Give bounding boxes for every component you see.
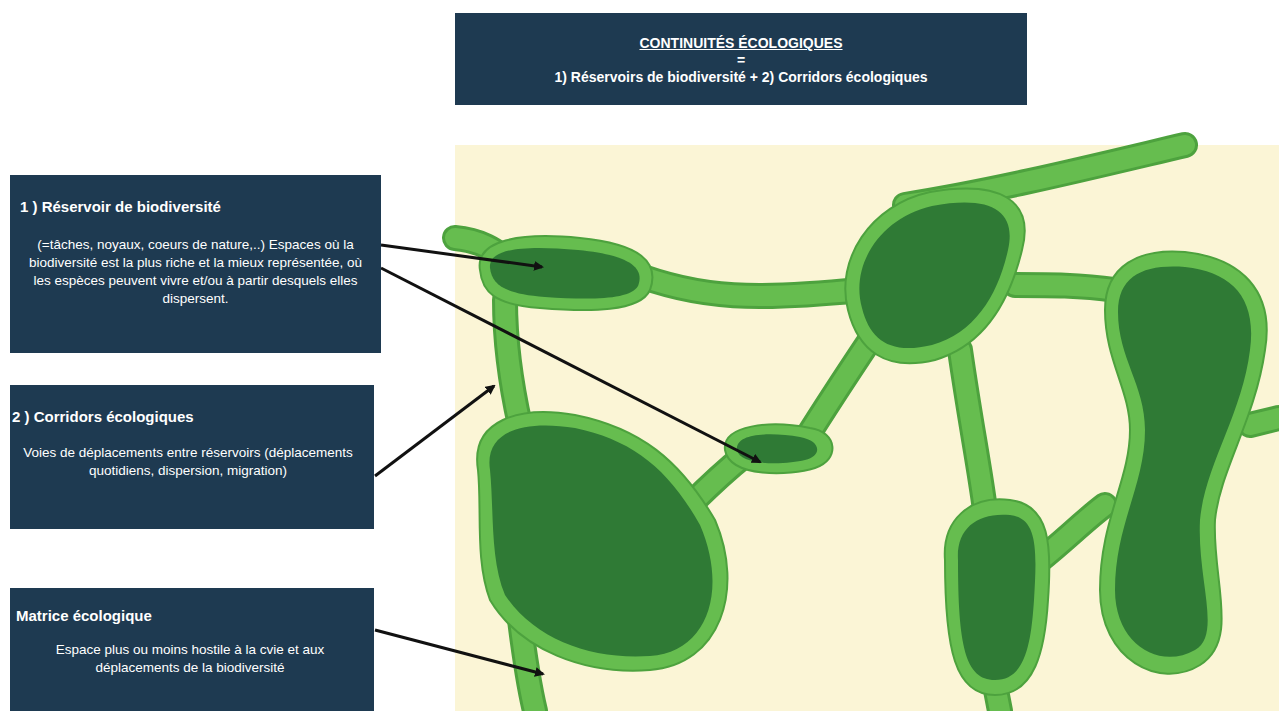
label-box: Matrice écologiqueEspace plus ou moins h… <box>10 588 374 711</box>
reservoirs <box>477 189 1267 695</box>
box-heading: Matrice écologique <box>16 606 364 625</box>
title-line: 1) Réservoirs de biodiversité + 2) Corri… <box>455 69 1027 86</box>
matrix-ground <box>455 145 1279 711</box>
box-body: (=tâches, noyaux, coeurs de nature,..) E… <box>20 236 371 308</box>
title-text: CONTINUITÉS ÉCOLOGIQUES <box>455 35 1027 52</box>
box-heading: 2 ) Corridors écologiques <box>12 407 364 426</box>
box-body: Espace plus ou moins hostile à la cvie e… <box>16 641 364 677</box>
leader-arrows <box>375 245 760 674</box>
leader-arrow <box>381 268 760 462</box>
box-heading: 1 ) Réservoir de biodiversité <box>20 197 371 216</box>
corridors <box>455 145 1279 711</box>
leader-arrow <box>375 386 494 476</box>
leader-arrow <box>381 245 542 267</box>
box-body: Voies de déplacements entre réservoirs (… <box>12 444 364 480</box>
label-box: 1 ) Réservoir de biodiversité (=tâches, n… <box>10 175 381 353</box>
title-line: = <box>455 52 1027 69</box>
title-box: CONTINUITÉS ÉCOLOGIQUES=1) Réservoirs de… <box>455 13 1027 105</box>
label-box: 2 ) Corridors écologiquesVoies de déplac… <box>10 385 374 529</box>
leader-arrow <box>375 630 543 674</box>
